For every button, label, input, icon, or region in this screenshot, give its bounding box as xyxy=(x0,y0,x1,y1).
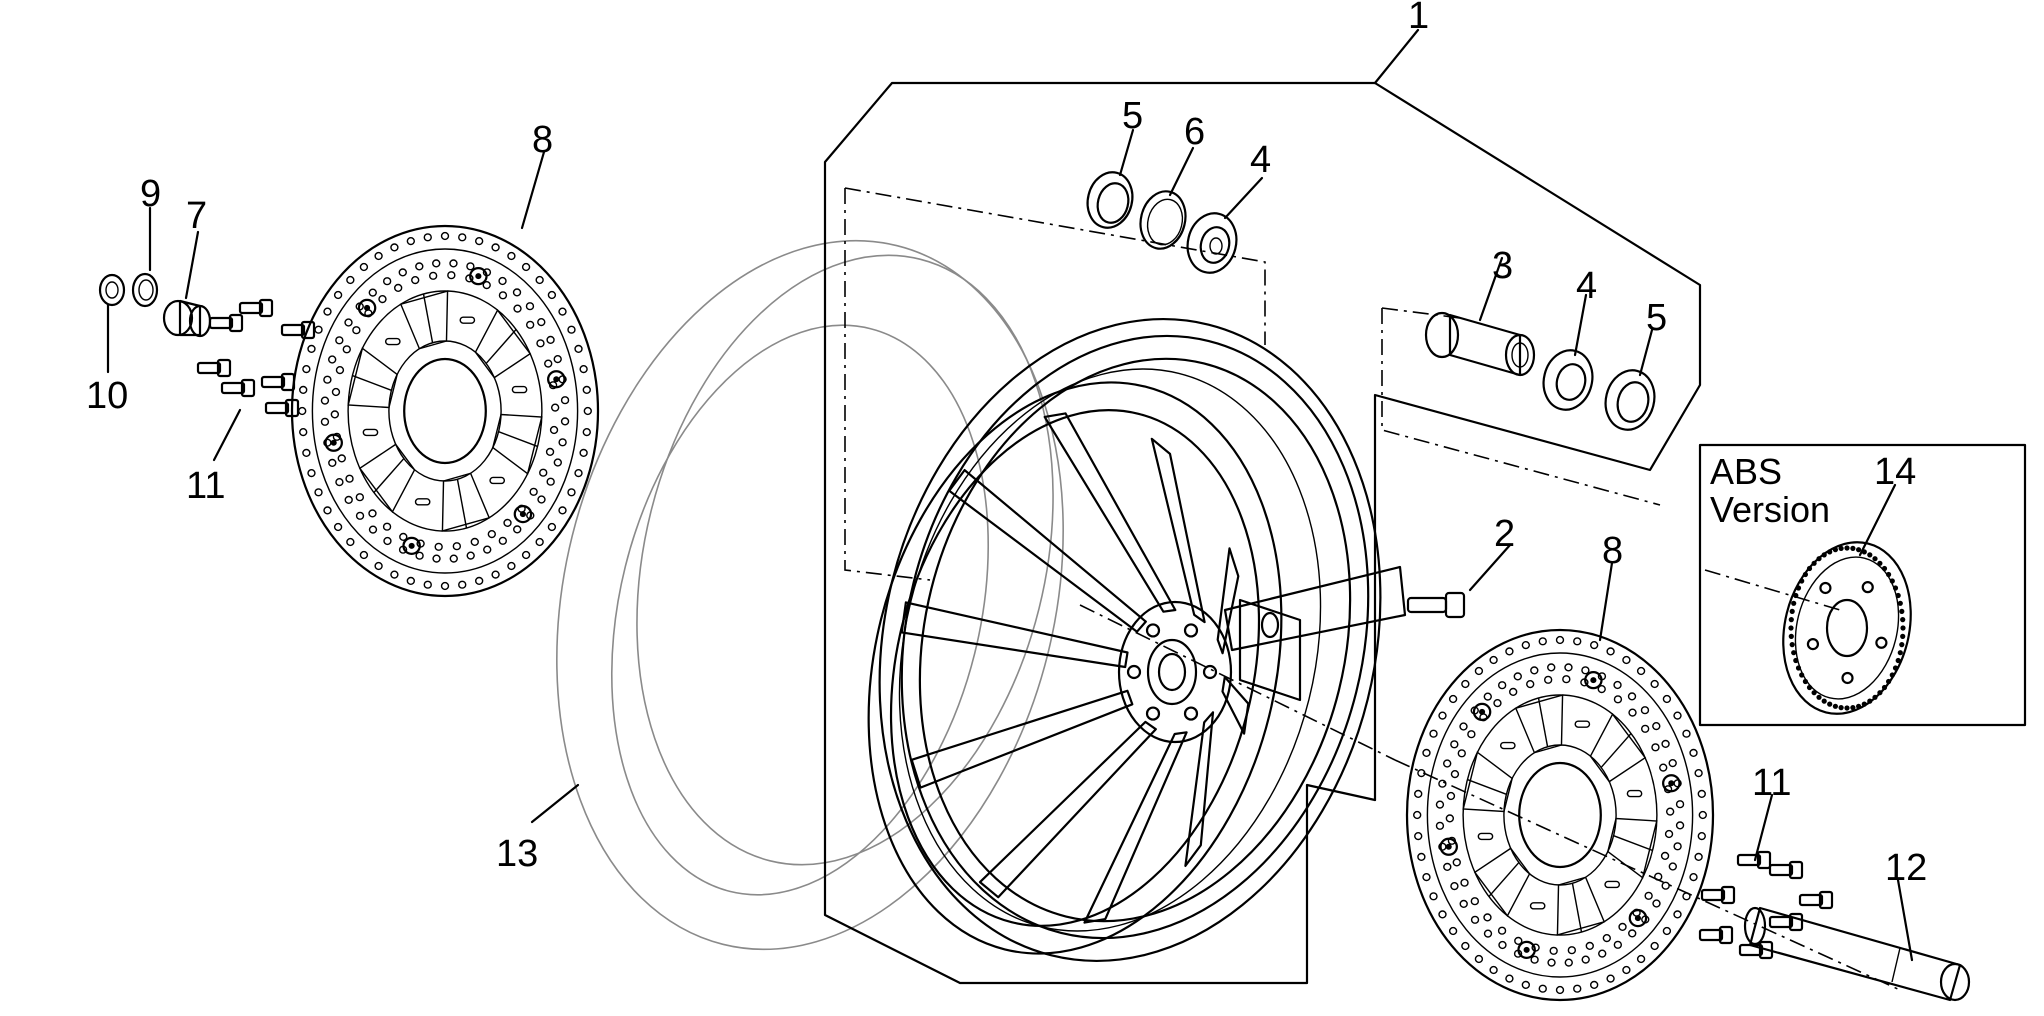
callout-8-right: 8 xyxy=(1602,530,1623,572)
washer-9 xyxy=(131,272,159,308)
spacer-7 xyxy=(162,299,212,338)
callout-labels: 1 2 3 4 4 5 5 6 7 8 8 9 10 11 11 12 13 1… xyxy=(86,0,1927,889)
brake-disc-left xyxy=(290,224,600,598)
callout-1: 1 xyxy=(1408,0,1429,37)
callout-4-right: 4 xyxy=(1576,265,1597,307)
seal-5-right xyxy=(1604,369,1656,431)
bearing-4-right xyxy=(1542,349,1594,411)
callout-10: 10 xyxy=(86,375,128,417)
bearing-4-top xyxy=(1186,212,1238,274)
callout-7: 7 xyxy=(186,195,207,237)
callout-8-left: 8 xyxy=(532,119,553,161)
seal-5-top xyxy=(1086,171,1134,229)
callout-5-top: 5 xyxy=(1122,95,1143,137)
callout-12: 12 xyxy=(1885,847,1927,889)
callout-5-right: 5 xyxy=(1646,297,1667,339)
bolts-11-right xyxy=(1698,850,1834,960)
bolts-11-left xyxy=(196,298,316,418)
bolt-item-2 xyxy=(1223,565,1466,652)
callout-11-left: 11 xyxy=(186,465,225,507)
callout-6: 6 xyxy=(1184,111,1205,153)
ring-6 xyxy=(1139,190,1187,250)
abs-version-box xyxy=(1698,443,2027,727)
callout-13: 13 xyxy=(496,833,538,875)
abs-label-line2: Version xyxy=(1710,489,1830,530)
leader-lines xyxy=(106,28,1914,962)
spacer-3 xyxy=(1424,311,1536,377)
callout-9: 9 xyxy=(140,173,161,215)
callout-11-right: 11 xyxy=(1752,762,1791,804)
callout-14: 14 xyxy=(1874,451,1916,493)
callout-3: 3 xyxy=(1492,245,1513,287)
tire-outline xyxy=(556,239,1064,951)
axle-12 xyxy=(1743,906,1971,1002)
abs-label-line1: ABS xyxy=(1710,451,1782,492)
brake-disc-right xyxy=(1405,628,1715,1002)
nut-10 xyxy=(98,273,126,307)
callout-4-top: 4 xyxy=(1250,139,1271,181)
callout-2: 2 xyxy=(1494,513,1515,555)
wheel-rim xyxy=(867,318,1382,962)
